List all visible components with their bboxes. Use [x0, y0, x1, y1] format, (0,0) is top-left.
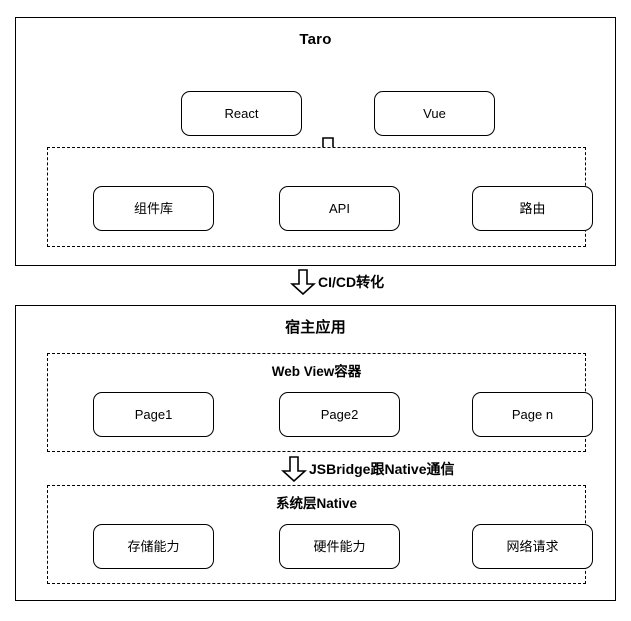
- node-network-request[interactable]: 网络请求: [472, 524, 593, 569]
- node-hardware-capability-label: 硬件能力: [313, 538, 366, 554]
- node-router-label: 路由: [519, 200, 546, 216]
- webview-panel: Web View容器 Page1 Page2 Page n: [47, 353, 593, 452]
- native-panel: 系统层Native 存储能力 硬件能力 网络请求: [47, 485, 593, 584]
- node-hardware-capability[interactable]: 硬件能力: [279, 524, 400, 569]
- node-api-label: API: [329, 200, 350, 216]
- node-component-library-label: 组件库: [133, 200, 173, 216]
- connector-jsbridge-label: JSBridge跟Native通信: [309, 460, 455, 477]
- node-storage-capability[interactable]: 存储能力: [93, 524, 214, 569]
- node-page-2[interactable]: Page2: [279, 392, 400, 437]
- taro-layer-title: Taro: [299, 31, 332, 48]
- connector-cicd-label: CI/CD转化: [318, 273, 385, 290]
- node-page-1[interactable]: Page1: [93, 392, 214, 437]
- node-component-library[interactable]: 组件库: [93, 186, 214, 231]
- taro-layer-container: Taro React Vue 组件库 API 路由: [15, 17, 616, 266]
- connector-cicd: CI/CD转化: [290, 269, 384, 295]
- node-page-n[interactable]: Page n: [472, 392, 593, 437]
- webview-panel-title: Web View容器: [271, 364, 362, 379]
- node-api[interactable]: API: [279, 186, 400, 231]
- node-vue-label: Vue: [423, 105, 446, 121]
- node-page-2-label: Page2: [320, 406, 359, 422]
- taro-modules-panel: 组件库 API 路由: [47, 147, 593, 247]
- node-router[interactable]: 路由: [472, 186, 593, 231]
- node-network-request-label: 网络请求: [506, 538, 559, 554]
- node-react-label: React: [224, 105, 259, 121]
- node-page-n-label: Page n: [511, 406, 554, 422]
- connector-jsbridge: JSBridge跟Native通信: [281, 456, 454, 482]
- native-panel-title: 系统层Native: [275, 496, 358, 511]
- node-storage-capability-label: 存储能力: [127, 538, 180, 554]
- node-page-1-label: Page1: [134, 406, 173, 422]
- node-vue[interactable]: Vue: [374, 91, 495, 136]
- down-block-arrow-icon: [281, 456, 307, 482]
- host-app-layer-title: 宿主应用: [285, 319, 346, 336]
- host-app-layer-container: 宿主应用 Web View容器 Page1 Page2 Page n JSBri…: [15, 305, 616, 601]
- node-react[interactable]: React: [181, 91, 302, 136]
- down-block-arrow-icon: [290, 269, 316, 295]
